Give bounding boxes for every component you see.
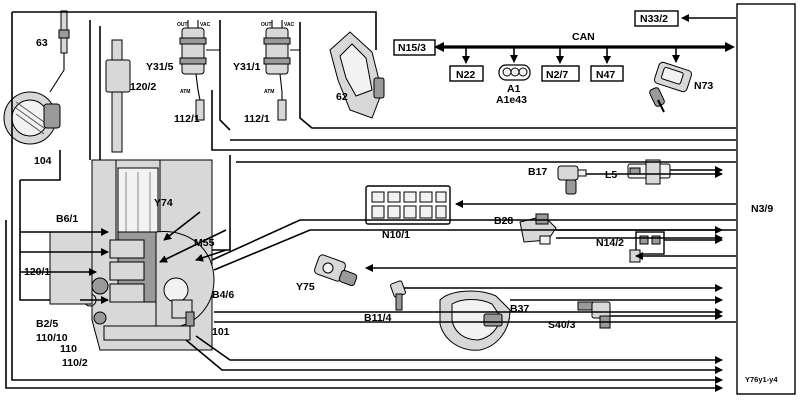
n73-ignition-switch xyxy=(649,61,693,113)
label-110-10: 110/10 xyxy=(36,332,68,344)
can-bus: N15/3 CAN N22 A1 A1e43 N2/7 N47 N73 xyxy=(393,31,735,113)
l5-sensor xyxy=(627,159,671,185)
label-b2-5: B2/5 xyxy=(36,318,58,330)
y31-5-switchover-valve: OUT VAC ATM xyxy=(177,20,211,121)
y31-1-vac-label: VAC xyxy=(284,22,295,28)
n73-label: N73 xyxy=(694,80,713,92)
label-104: 104 xyxy=(34,155,52,167)
label-63: 63 xyxy=(36,37,48,49)
y75-actuator xyxy=(314,254,358,287)
n33-2-label: N33/2 xyxy=(640,13,668,25)
label-110-2: 110/2 xyxy=(62,357,88,369)
label-112-1-a: 112/1 xyxy=(174,113,200,125)
label-y75: Y75 xyxy=(296,281,315,293)
label-l5: L5 xyxy=(605,169,617,181)
label-b17: B17 xyxy=(528,166,547,178)
label-b28: B28 xyxy=(494,215,513,227)
a1-instrument-cluster xyxy=(498,64,531,81)
n47-label: N47 xyxy=(596,69,615,81)
component-120-2-exhaust xyxy=(105,39,131,153)
label-y74: Y74 xyxy=(154,197,173,209)
n14-2-relay xyxy=(629,231,665,263)
component-63-vacuum-line xyxy=(49,10,70,93)
b17-sensor xyxy=(557,165,587,195)
wiring-harness xyxy=(5,11,736,392)
n2-7-label: N2/7 xyxy=(546,69,568,81)
n33-2-connector: N33/2 xyxy=(634,10,736,27)
n47-box xyxy=(590,65,624,82)
s40-3-switch xyxy=(577,301,611,329)
n15-3-label: N15/3 xyxy=(398,42,426,54)
label-120-2: 120/2 xyxy=(130,81,156,93)
label-62: 62 xyxy=(336,91,348,103)
label-y31-5: Y31/5 xyxy=(146,61,174,73)
label-s40-3: S40/3 xyxy=(548,319,576,331)
y31-1-switchover-valve: OUT VAC ATM xyxy=(261,20,295,121)
label-n14-2: N14/2 xyxy=(596,237,624,249)
label-b11-4: B11/4 xyxy=(364,312,392,324)
label-101: 101 xyxy=(212,326,230,338)
can-label: CAN xyxy=(572,31,595,43)
label-112-1-b: 112/1 xyxy=(244,113,270,125)
a1e43-label: A1e43 xyxy=(496,94,527,106)
component-62-air-flap xyxy=(329,31,385,119)
label-110: 110 xyxy=(60,343,77,355)
n10-1-sam-module xyxy=(365,185,451,225)
y31-5-out-label: OUT xyxy=(177,22,188,28)
label-n10-1: N10/1 xyxy=(382,229,410,241)
n3-9-control-module: N3/9 Y76y1-y4 xyxy=(736,3,796,395)
b37-pedal-sensor xyxy=(439,290,511,351)
n22-label: N22 xyxy=(456,69,475,81)
b11-4-sensor xyxy=(390,280,406,311)
transmission-assembly xyxy=(49,159,215,351)
y31-5-vac-label: VAC xyxy=(200,22,211,28)
b28-pressure-sensor xyxy=(519,213,557,245)
label-y31-1: Y31/1 xyxy=(233,61,261,73)
y76-label: Y76y1-y4 xyxy=(745,375,778,384)
a1-label: A1 xyxy=(507,83,521,95)
y31-5-atm-label: ATM xyxy=(180,89,190,95)
n22-box xyxy=(449,65,484,82)
component-104-vacuum-pump xyxy=(3,91,61,145)
label-b4-6: B4/6 xyxy=(212,289,234,301)
label-m55: M55 xyxy=(194,237,215,249)
n3-9-label: N3/9 xyxy=(751,203,773,215)
label-b37: B37 xyxy=(510,303,529,315)
n2-7-box xyxy=(541,65,580,82)
y31-1-out-label: OUT xyxy=(261,22,272,28)
y31-1-atm-label: ATM xyxy=(264,89,274,95)
label-b6-1: B6/1 xyxy=(56,213,78,225)
